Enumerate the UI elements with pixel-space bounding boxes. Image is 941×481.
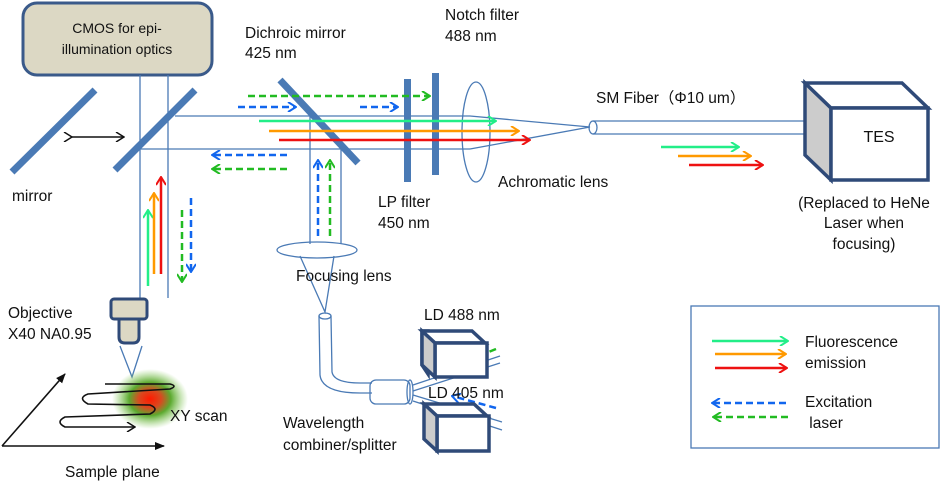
notch-filter	[432, 73, 439, 175]
dichroic-label-1: Dichroic mirror	[245, 25, 346, 42]
legend-emission-1: Fluorescence	[805, 334, 898, 351]
notch-label-2: 488 nm	[445, 28, 497, 45]
xy-scan-label: XY scan	[170, 408, 227, 425]
objective-label-1: Objective	[8, 305, 73, 322]
combiner-label-1: Wavelength	[283, 415, 364, 432]
legend: Fluorescence emission Excitation laser	[690, 305, 940, 449]
mirror	[9, 87, 98, 175]
combiner-label-2: combiner/splitter	[283, 437, 397, 454]
ld-405-laser	[419, 400, 492, 455]
legend-excitation-2: laser	[805, 415, 843, 432]
legend-emission-2: emission	[805, 355, 866, 372]
cmos-camera: CMOS for epi- illumination optics	[21, 1, 214, 77]
sample-plane-label: Sample plane	[65, 464, 160, 481]
dichroic-label-2: 425 nm	[245, 45, 297, 62]
multimode-fiber	[318, 312, 372, 394]
legend-excitation-1: Excitation	[805, 394, 872, 411]
achromatic-label: Achromatic lens	[498, 174, 609, 191]
tes-detector: TES	[800, 78, 933, 185]
excitation-blue-arrow	[452, 396, 497, 410]
ld405-label: LD 405 nm	[428, 385, 504, 402]
tes-note-3: focusing)	[833, 236, 896, 253]
focusing-lens	[276, 241, 358, 259]
cmos-label-1: CMOS for epi-	[72, 20, 162, 36]
sm-fiber	[588, 120, 805, 135]
objective-lens	[109, 297, 149, 379]
beam-splitter	[112, 87, 198, 173]
cmos-label-2: illumination optics	[62, 41, 173, 57]
tes-note-2: Laser when	[824, 215, 904, 232]
tes-label: TES	[863, 129, 894, 146]
focus-cone	[299, 255, 335, 315]
mirror-label: mirror	[12, 188, 52, 205]
objective-label-2: X40 NA0.95	[8, 326, 92, 343]
xy-scan-path	[59, 383, 175, 427]
tes-note-1: (Replaced to HeNe	[798, 195, 930, 212]
y-axis-arrow	[1, 373, 66, 447]
focusing-lens-label: Focusing lens	[296, 268, 392, 285]
sm-fiber-label: SM Fiber（Φ10 um）	[596, 90, 745, 107]
lp-label-2: 450 nm	[378, 215, 430, 232]
ld488-label: LD 488 nm	[424, 307, 500, 324]
ld-488-laser	[417, 327, 490, 381]
lp-label-1: LP filter	[378, 194, 430, 211]
notch-label-1: Notch filter	[445, 7, 519, 24]
